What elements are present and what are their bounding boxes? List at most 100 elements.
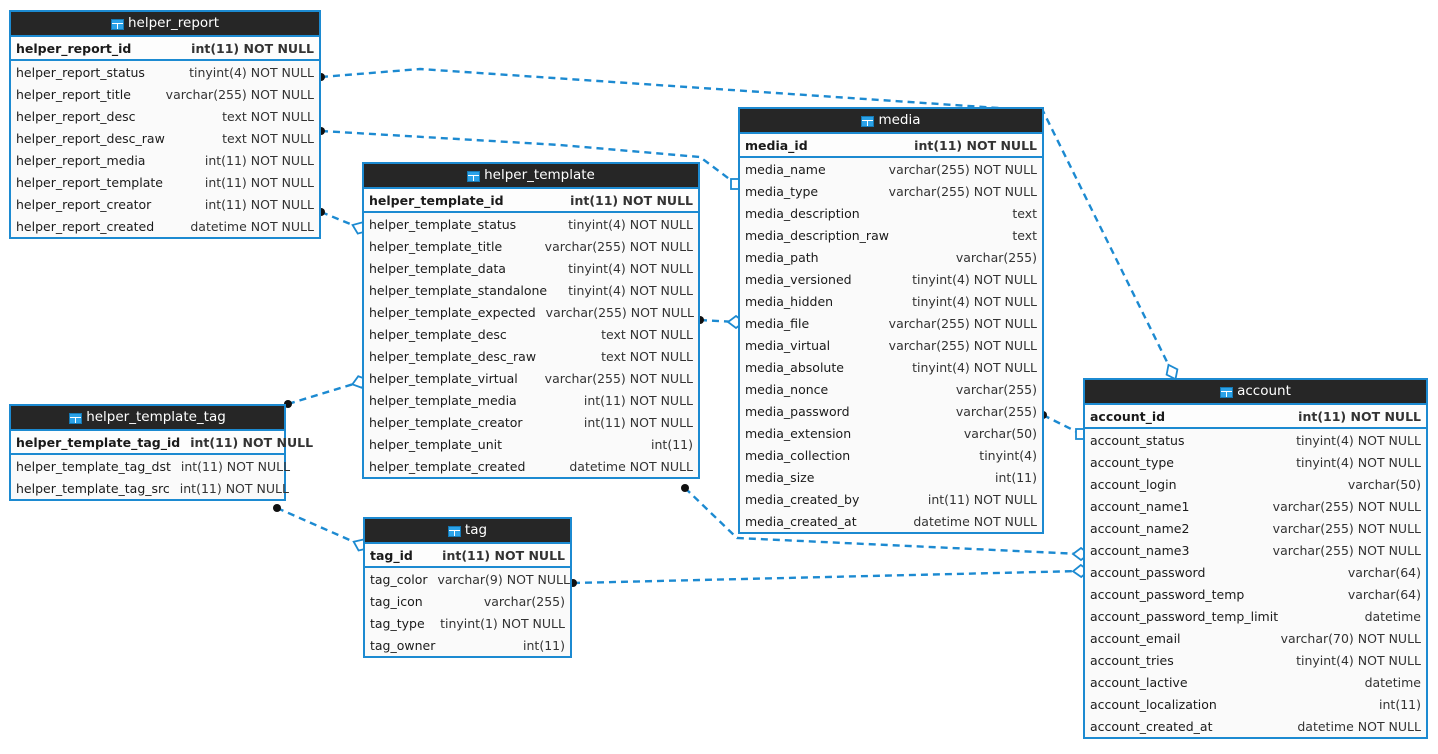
relation-rel-tmpltag-template-virtual[interactable] <box>284 374 370 408</box>
column-type: int(11) NOT NULL <box>583 414 693 430</box>
table-header[interactable]: helper_report <box>11 12 319 37</box>
column-type: varchar(255) <box>955 403 1037 419</box>
column-type: int(11) NOT NULL <box>204 152 314 168</box>
column-type: int(11) NOT NULL <box>914 137 1037 153</box>
relation-rel-template-expected-media-file[interactable] <box>696 314 746 330</box>
column-name: account_password_temp_limit <box>1090 608 1279 624</box>
column-type: varchar(64) <box>1347 564 1421 580</box>
table-header[interactable]: media <box>740 109 1042 134</box>
column-row[interactable]: helper_template_creator int(11) NOT NULL <box>364 411 698 433</box>
relation-rel-tmpltag-tag[interactable] <box>273 504 371 554</box>
table-header[interactable]: helper_template <box>364 164 698 189</box>
column-type: text <box>1012 205 1037 221</box>
column-name: media_size <box>745 469 815 485</box>
table-header[interactable]: tag <box>365 519 570 544</box>
column-type: text NOT NULL <box>601 326 693 342</box>
column-type: varchar(255) NOT NULL <box>544 238 693 254</box>
relation-rel-tag-color-account-name3[interactable] <box>569 563 1091 587</box>
relation-source-dot-marker <box>681 484 689 492</box>
column-name: account_lactive <box>1090 674 1188 690</box>
table-title: helper_template_tag <box>86 409 226 425</box>
column-name: helper_template_creator <box>369 414 523 430</box>
table-helper_template_tag[interactable]: helper_template_tag helper_template_tag_i… <box>9 404 313 501</box>
column-name: media_created_by <box>745 491 860 507</box>
column-type: tinyint(4) NOT NULL <box>189 64 314 80</box>
column-type: int(11) <box>651 436 693 452</box>
column-name: media_hidden <box>745 293 834 309</box>
relation-rel-media-password-account-status[interactable] <box>1039 411 1087 440</box>
table-header[interactable]: helper_template_tag <box>11 406 284 431</box>
relation-line <box>1042 413 1082 436</box>
column-name: helper_template_created <box>369 458 526 474</box>
table-header[interactable]: account <box>1085 380 1426 405</box>
